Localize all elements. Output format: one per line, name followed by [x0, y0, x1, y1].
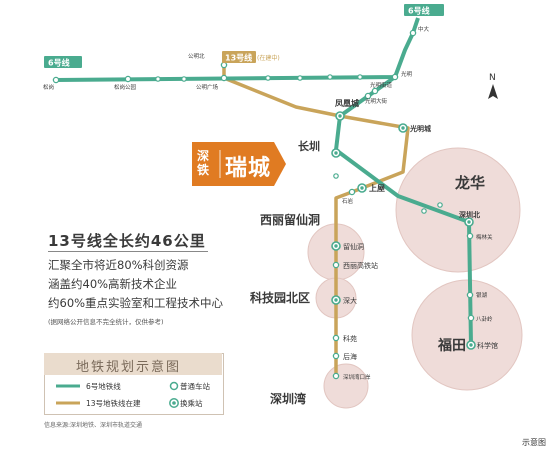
line13-route [222, 65, 410, 378]
transfer-station-core [469, 343, 473, 347]
station-label-changzhen: 长圳 [298, 139, 320, 153]
line13-badge-status: (在建中) [257, 54, 280, 62]
station-songgang_park [124, 75, 132, 83]
legend-line6: 6号地铁线 [86, 382, 121, 391]
station-label-guangming: 光明 [401, 70, 413, 78]
line6-route-south [334, 75, 473, 346]
line6-badge-top [404, 4, 444, 16]
info-source: 信息来源:深圳地铁、深圳市轨道交通 [44, 422, 143, 429]
line13-length-heading: 13号线全长约46公里 [48, 232, 206, 250]
station-dot [327, 74, 333, 80]
district-futian [411, 279, 523, 391]
transfer-station-core [360, 186, 364, 190]
diagram-caption: 示意图 [522, 438, 546, 447]
station-label-keyuan: 科苑 [343, 334, 357, 343]
transfer-station-core [334, 244, 338, 248]
station-label-shangwu: 上屋 [369, 183, 385, 193]
station-label-guangming_ave: 光明大街 [365, 97, 388, 105]
station-dot [181, 76, 187, 82]
line6-route-north [55, 17, 420, 82]
project-badge: 深铁 瑞城 [190, 138, 290, 194]
legend-line13: 13号地铁线在建 [86, 399, 141, 408]
station-keyuan [332, 334, 340, 342]
station-sz_bay_port [332, 372, 340, 380]
transfer-station-core [334, 151, 338, 155]
station-label-shiyan: 石岩 [342, 197, 354, 205]
station-label-songgang_park: 松岗公园 [114, 83, 137, 91]
station-label-houhai: 后海 [343, 352, 357, 361]
station-yinhu [466, 291, 474, 299]
transfer-station-core [334, 298, 338, 302]
station-label-meilinguan: 梅林关 [476, 233, 493, 241]
district-label-shenzhenwan: 深圳湾 [270, 391, 306, 406]
district-label-futian: 福田 [437, 337, 466, 354]
line13-badge [222, 51, 256, 63]
station-label-gongmingbei: 公明北 [188, 52, 205, 60]
legend-symbols [56, 381, 179, 408]
line6-badge-left [44, 56, 82, 68]
station-dot [357, 74, 363, 80]
line6-badge-label-top: 6号线 [408, 6, 430, 16]
station-guangming_ave [364, 92, 372, 100]
station-label-xili_hsr: 西丽高铁站 [343, 261, 378, 270]
station-xili_hsr [332, 261, 340, 269]
station-label-bagualing: 八卦岭 [476, 315, 493, 323]
transfer-station-core [338, 114, 342, 118]
station-zhongda [409, 29, 417, 37]
station-dot [421, 208, 427, 214]
district-shenzhenwan [323, 363, 369, 409]
station-label-kexueguan: 科学馆 [477, 341, 498, 350]
station-label-shenda: 深大 [343, 296, 357, 305]
project-name-main: 瑞城 [225, 156, 272, 181]
project-name-short: 深铁 [197, 149, 210, 177]
station-songgang [52, 76, 60, 84]
station-meilinguan [466, 232, 474, 240]
station-label-liuxiandong: 留仙洞 [343, 242, 364, 251]
stats-disclaimer: (据网络公开信息不完全统计，仅供参考) [48, 318, 164, 326]
line6-badge-label-left: 6号线 [48, 58, 70, 68]
north-label: N [489, 73, 496, 83]
station-bagualing [467, 314, 475, 322]
district-label-kejiyuan: 科技园北区 [250, 290, 310, 305]
station-gongmingbei [220, 61, 228, 69]
station-dot [333, 173, 339, 179]
stat-tech-resources: 汇聚全市将近80%科创资源 [48, 258, 189, 272]
station-guangming [391, 73, 399, 81]
stat-hitech-enterprises: 涵盖约40%高新技术企业 [48, 277, 178, 291]
station-label-guangming_street: 光明街道 [370, 81, 393, 89]
district-label-xili: 西丽留仙洞 [260, 212, 320, 227]
station-houhai [332, 352, 340, 360]
legend-title-bar [44, 353, 222, 375]
district-label-longhua: 龙华 [454, 174, 485, 192]
station-label-songgang: 松岗 [43, 83, 54, 91]
stat-key-labs: 约60%重点实验室和工程技术中心 [48, 296, 224, 310]
north-arrow-icon [488, 84, 498, 99]
station-label-sz_bay_port: 深圳湾口岸 [343, 373, 371, 381]
legend-title: 地铁规划示意图 [76, 360, 182, 375]
station-label-fenghuangcheng: 凤凰城 [335, 98, 359, 108]
station-label-guangmingcheng: 光明城 [409, 124, 431, 133]
legend-transfer-station: 换乘站 [180, 399, 203, 408]
station-dot [155, 76, 161, 82]
line13-badge-label: 13号线 [225, 53, 252, 63]
district-longhua [395, 147, 521, 273]
station-label-zhongda: 中大 [418, 25, 430, 33]
station-dot [297, 75, 303, 81]
station-dot [265, 75, 271, 81]
station-label-gongming_sq: 公明广场 [196, 83, 219, 91]
transfer-station-core [467, 220, 471, 224]
station-label-shenzhenbei: 深圳北 [459, 210, 480, 219]
station-gongming_sq [220, 74, 228, 82]
heading-divider [48, 251, 208, 252]
station-label-yinhu: 银湖 [476, 291, 488, 299]
legend-normal-station: 普通车站 [180, 382, 210, 391]
station-dot [437, 202, 443, 208]
transfer-station-core [401, 126, 405, 130]
station-shiyan [348, 188, 356, 196]
station-guangming_street [371, 87, 379, 95]
